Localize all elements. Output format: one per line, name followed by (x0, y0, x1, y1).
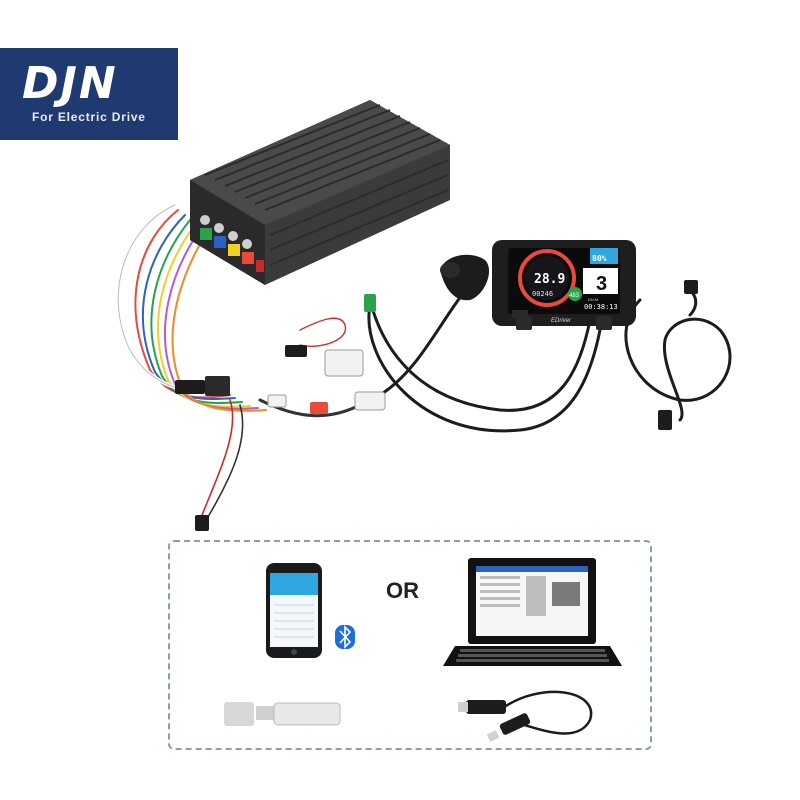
connectors (175, 280, 698, 531)
motor-controller (190, 100, 450, 285)
brand-logo: DJN For Electric Drive (0, 48, 178, 140)
smartphone (266, 563, 322, 658)
usb-cable (458, 690, 593, 742)
wiring-harness (116, 203, 732, 523)
display-assist-level: 3 (596, 273, 607, 295)
display-assist-label: ASSIST (586, 270, 604, 276)
display-time-label: DN.M (588, 297, 598, 302)
display-battery: 80% (592, 254, 607, 263)
brand-tagline: For Electric Drive (32, 110, 146, 124)
programming-options-frame (168, 540, 652, 750)
display-time: 00:38:13 (584, 303, 618, 311)
thumb-throttle (440, 254, 490, 301)
display-power: 483 (569, 293, 580, 299)
brand-name: DJN (22, 58, 118, 109)
display-logo: EDriver (551, 318, 572, 324)
display-odometer: 00246 (532, 290, 553, 298)
lcd-display (492, 240, 636, 330)
bluetooth-icon (335, 625, 355, 649)
usb-dongle (224, 702, 341, 726)
or-label: OR (386, 578, 419, 603)
display-speed: 28.9 (534, 272, 565, 287)
laptop (443, 558, 622, 666)
